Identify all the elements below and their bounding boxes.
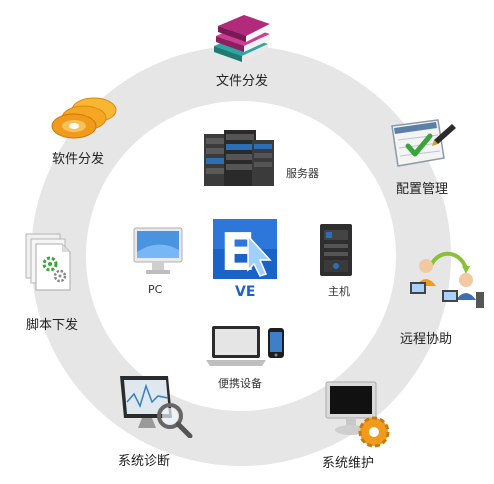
label-pc: PC	[148, 283, 163, 296]
label-system-diagnosis: 系统诊断	[118, 454, 171, 469]
host-tower-icon	[316, 222, 356, 278]
label-system-maintenance: 系统维护	[322, 456, 375, 471]
label-software-distribution: 软件分发	[52, 152, 105, 167]
label-ve: VE	[235, 284, 256, 300]
server-icon	[202, 128, 278, 190]
label-portable-devices: 便携设备	[218, 377, 262, 390]
stacked-books-icon	[208, 10, 274, 66]
pc-monitor-icon	[132, 226, 184, 276]
ve-logo-icon: E	[212, 218, 278, 280]
checklist-pen-icon	[388, 118, 458, 170]
label-script-distribution: 脚本下发	[26, 318, 79, 333]
label-remote-assistance: 远程协助	[400, 332, 453, 347]
laptop-phone-icon	[206, 324, 286, 370]
maintenance-monitor-icon	[322, 378, 398, 454]
label-config-management: 配置管理	[396, 182, 449, 197]
disc-stack-icon	[48, 96, 120, 144]
label-file-distribution: 文件分发	[216, 74, 269, 89]
label-server: 服务器	[286, 167, 319, 180]
script-documents-icon	[24, 232, 76, 292]
remote-assist-icon	[408, 246, 488, 312]
label-host: 主机	[328, 285, 350, 298]
diagnosis-monitor-icon	[114, 372, 194, 438]
